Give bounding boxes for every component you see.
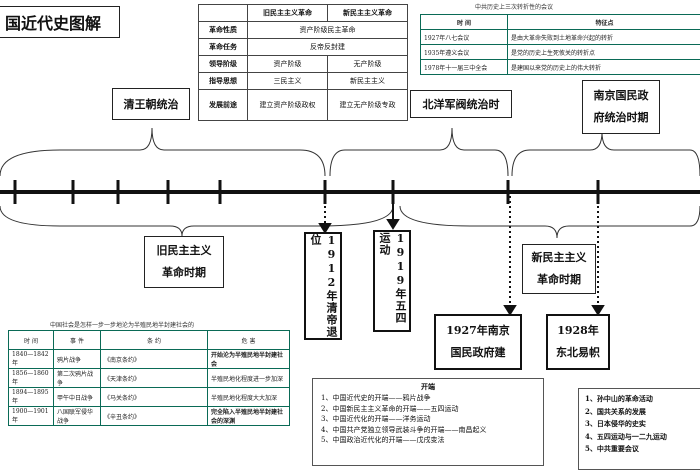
table-cell: 半殖民地化程度大大加深 (207, 387, 290, 407)
table-header-cell: 条 约 (100, 330, 208, 350)
beginnings-notes: 开端 1、中国近代史的开端——鸦片战争 2、中国新民主主义革命的开端——五四运动… (312, 378, 544, 466)
table-cell: 1894—1895年 (8, 387, 54, 407)
event-1928-label-2: 东北易帜 (556, 346, 600, 359)
notes-item: 3、中国近代化的开端——洋务运动 (321, 415, 431, 423)
table-header-cell: 时 间 (8, 330, 54, 350)
table-cell: 1900—1901年 (8, 406, 54, 426)
event-1927-label-1: 1927年南京 (446, 324, 510, 337)
meetings-table: 时 间 特征点 1927年八七会议 是由大革命失败到土地革命兴起的转折 1935… (420, 14, 700, 75)
table-header-cell: 危 害 (207, 330, 290, 350)
era-new-revolution-box: 新民主主义 革命时期 (522, 244, 596, 294)
topics-item: 5、中共重要会议 (585, 444, 639, 453)
notes-item: 1、中国近代史的开端——鸦片战争 (321, 394, 431, 402)
era-beiyang-label: 北洋军阀统治时 (422, 98, 500, 111)
table-row: 1840—1842年 鸦片战争 《南京条约》 开始沦为半殖民地半封建社会 (8, 349, 290, 369)
event-1912-label: 1912年清帝退位 (309, 234, 338, 338)
era-old-revolution-label-2: 革命时期 (162, 266, 206, 279)
meetings-caption: 中共历史上三次转折性的会议 (475, 4, 554, 11)
era-old-revolution-box: 旧民主主义 革命时期 (144, 236, 224, 288)
era-qing-box: 清王朝统治 (112, 88, 190, 120)
page-title: 国近代史图解 (0, 6, 120, 38)
society-caption: 中国社会是怎样一步一步地沦为半殖民地半封建社会的 (50, 322, 195, 329)
event-1927-label-2: 国民政府建 (450, 346, 506, 359)
table-cell: 半殖民地化程度进一步加深 (207, 368, 290, 388)
era-old-revolution-label-1: 旧民主主义 (156, 244, 212, 257)
era-nanjing-label-1: 南京国民政 (593, 89, 649, 102)
event-1928-label-1: 1928年 (557, 324, 599, 337)
row-label: 发展前途 (198, 89, 248, 121)
notes-item: 5、中国政治近代化的开端——戊戌变法 (321, 436, 445, 444)
table-cell: 《辛丑条约》 (100, 406, 208, 426)
upper-braces (0, 127, 700, 177)
notes-item: 2、中国新民主主义革命的开端——五四运动 (321, 404, 459, 413)
table-cell: 《马关条约》 (100, 387, 208, 407)
table-cell: 开始沦为半殖民地半封建社会 (207, 349, 290, 369)
table-row: 领导阶级 资产阶级 无产阶级 (198, 55, 408, 73)
table-cell: 建立无产阶级专政 (327, 89, 408, 121)
notes-item: 4、中国共产党独立领导武装斗争的开端——南昌起义 (321, 425, 487, 434)
table-row: 1935年遵义会议 是党的历史上生死攸关的转折点 (420, 44, 700, 60)
era-new-revolution-label-1: 新民主主义 (531, 251, 587, 264)
table-row: 指导思想 三民主义 新民主主义 (198, 72, 408, 90)
table-row: 1900—1901年 八国联军侵华战争 《辛丑条约》 完全陷入半殖民地半封建社会… (8, 406, 290, 426)
topics-item: 2、国共关系的发展 (585, 406, 646, 416)
table-header-row: 旧民主主义革命 新民主主义革命 (198, 4, 408, 22)
table-cell: 是建国以来党的历史上的伟大转折 (507, 59, 700, 75)
era-nanjing-label-2: 府统治时期 (593, 111, 649, 124)
table-cell: 第二次鸦片战争 (53, 368, 101, 388)
table-cell: 《天津条约》 (100, 368, 208, 388)
table-cell: 鸦片战争 (53, 349, 101, 369)
era-nanjing-box: 南京国民政 府统治时期 (582, 80, 660, 134)
revolution-compare-table: 旧民主主义革命 新民主主义革命 革命性质 资产阶级民主革命 革命任务 反帝反封建… (198, 4, 408, 121)
topics-item: 4、五四运动与一二九运动 (585, 431, 667, 441)
event-1927-box: 1927年南京 国民政府建 (434, 314, 522, 370)
lower-braces (0, 205, 700, 239)
event-1928-box: 1928年 东北易帜 (546, 314, 610, 370)
topics-list: 1、孙中山的革命活动 2、国共关系的发展 3、日本侵华的史实 4、五四运动与一二… (578, 388, 700, 470)
topics-item: 3、日本侵华的史实 (585, 419, 646, 428)
table-cell: 1856—1860年 (8, 368, 54, 388)
era-new-revolution-label-2: 革命时期 (537, 273, 581, 286)
event-1912-box: 1912年清帝退位 (304, 232, 342, 340)
era-beiyang-box: 北洋军阀统治时 (410, 90, 512, 118)
semi-colonial-table: 时 间 事 件 条 约 危 害 1840—1842年 鸦片战争 《南京条约》 开… (8, 330, 290, 426)
topics-item: 1、孙中山的革命活动 (585, 394, 653, 403)
timeline-ticks (13, 180, 600, 204)
event-1919-box: 1919年五四运动 (373, 230, 411, 332)
table-cell: 1840—1842年 (8, 349, 54, 369)
table-cell: 甲午中日战争 (53, 387, 101, 407)
table-cell: 建立资产阶级政权 (247, 89, 328, 121)
table-cell: 八国联军侵华战争 (53, 406, 101, 426)
table-cell: 《南京条约》 (100, 349, 208, 369)
era-qing-label: 清王朝统治 (123, 98, 179, 111)
notes-heading: 开端 (421, 382, 435, 391)
event-1919-label: 1919年五四运动 (378, 232, 407, 324)
event-connectors (318, 196, 605, 316)
table-cell: 完全陷入半殖民地半封建社会的深渊 (207, 406, 290, 426)
table-header-row: 时 间 事 件 条 约 危 害 (8, 330, 290, 350)
table-row: 发展前途 建立资产阶级政权 建立无产阶级专政 (198, 89, 408, 121)
table-row: 1978年十一届三中全会 是建国以来党的历史上的伟大转折 (420, 59, 700, 75)
table-row: 1856—1860年 第二次鸦片战争 《天津条约》 半殖民地化程度进一步加深 (8, 368, 290, 388)
table-header-cell: 事 件 (53, 330, 101, 350)
table-row: 1894—1895年 甲午中日战争 《马关条约》 半殖民地化程度大大加深 (8, 387, 290, 407)
